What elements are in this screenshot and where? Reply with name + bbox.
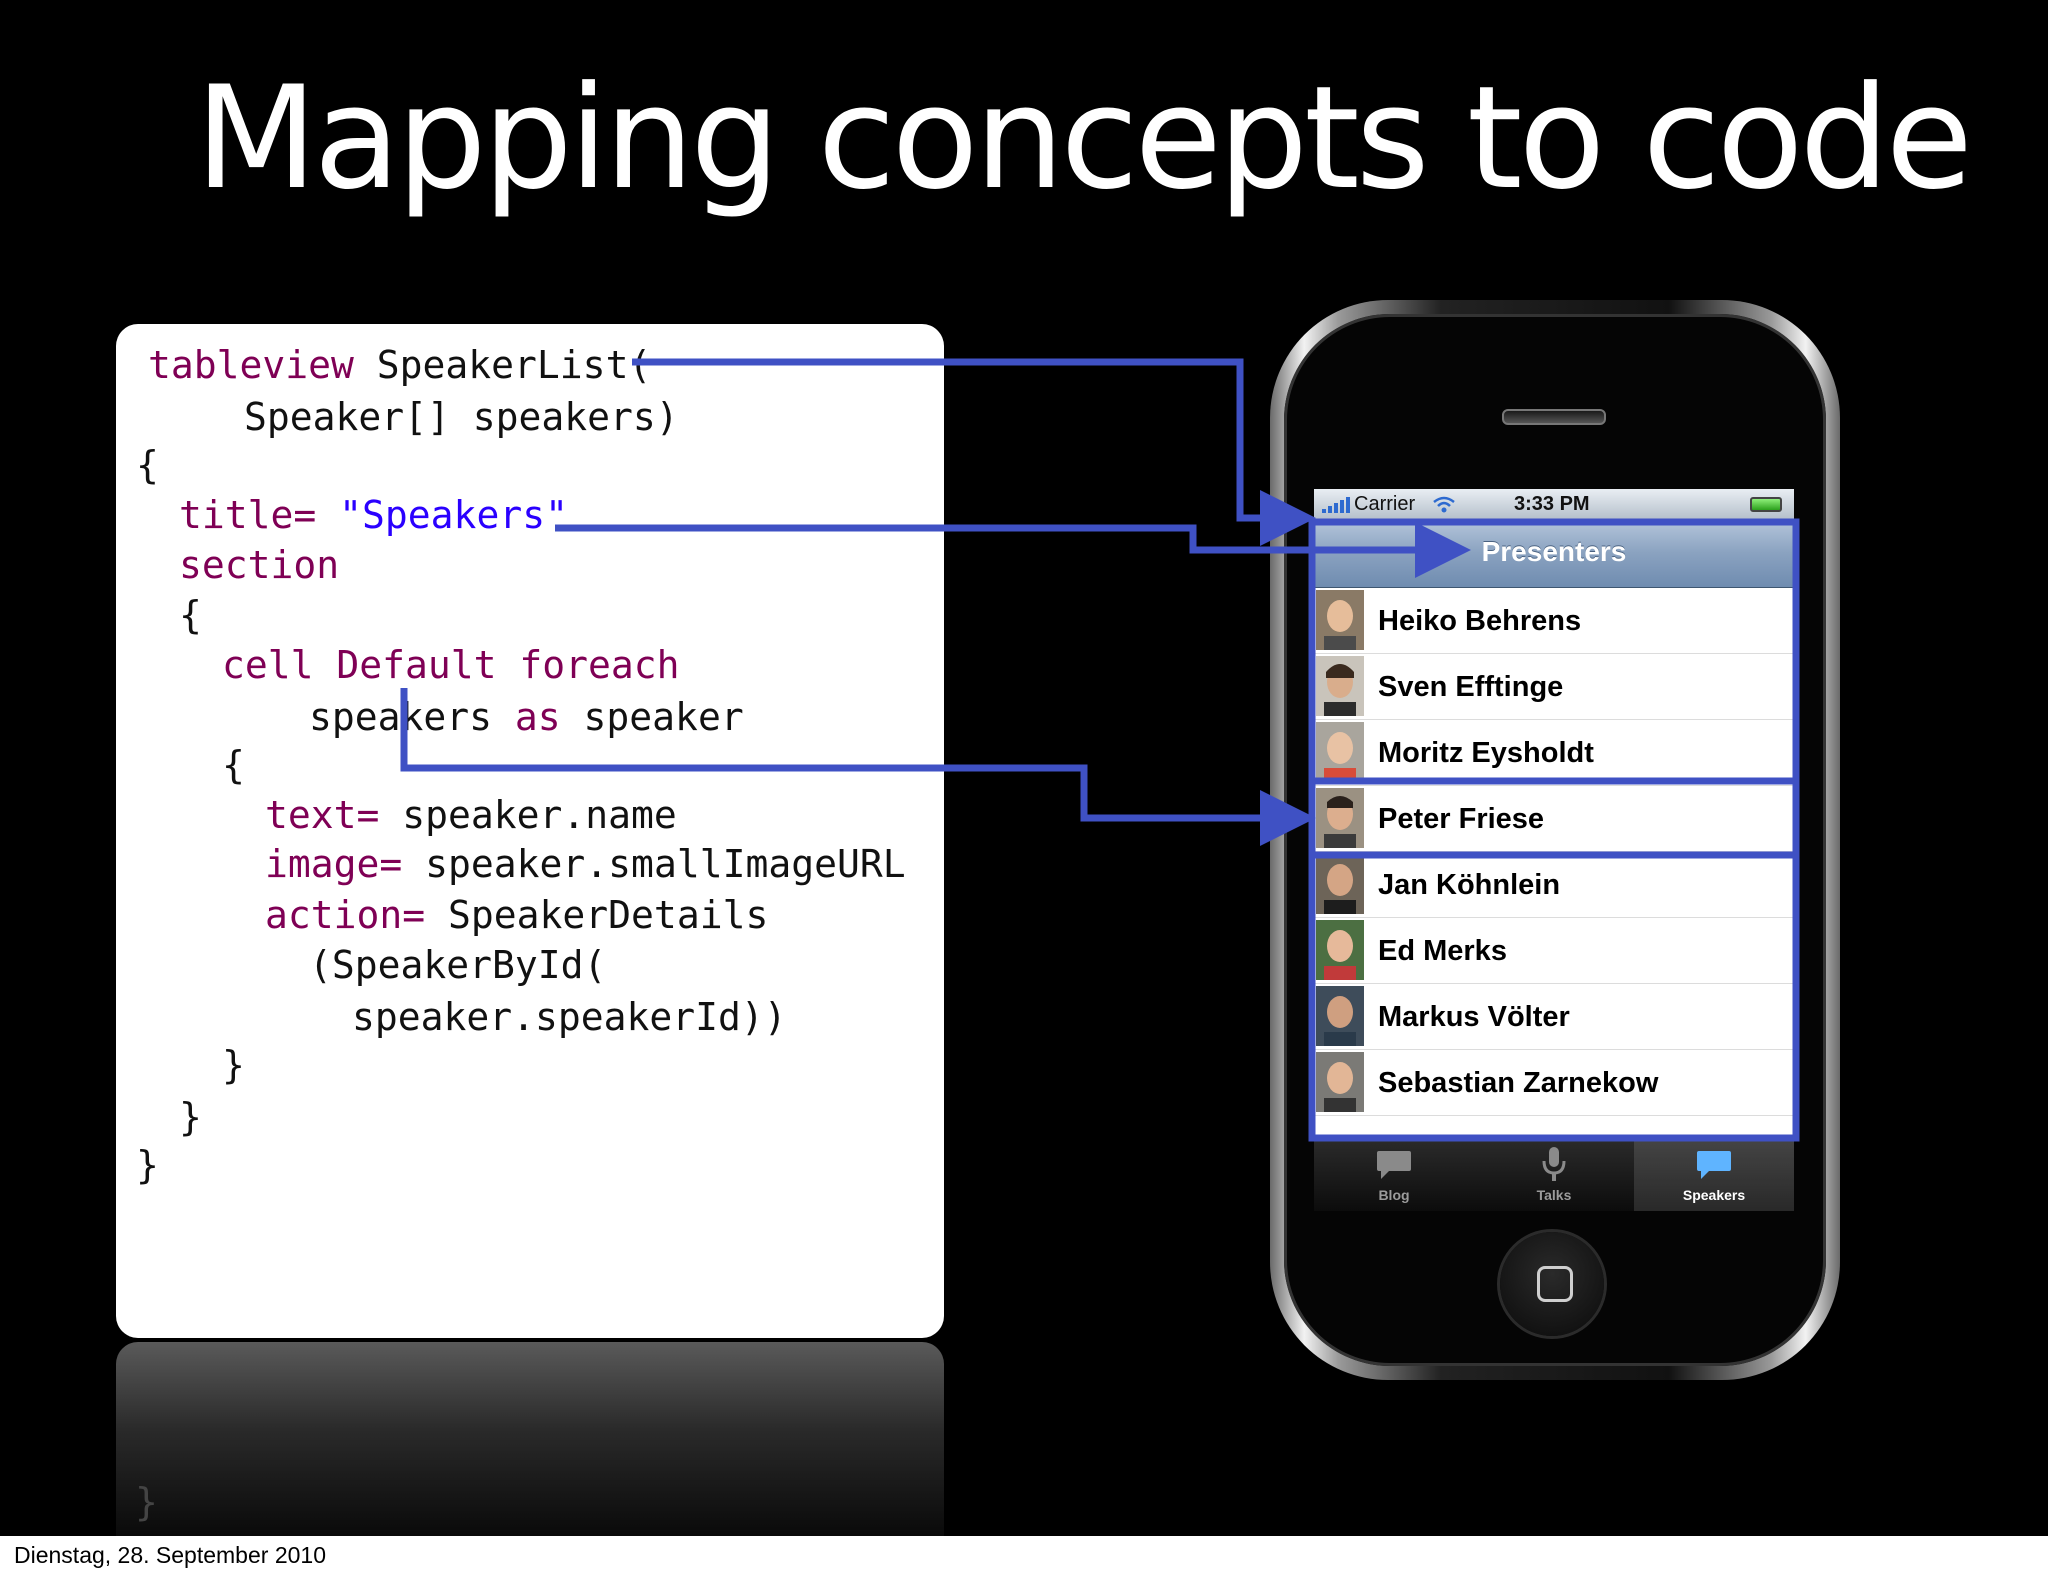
slide: Mapping concepts to code } tableview Spe… xyxy=(0,0,2048,1536)
cell-connector xyxy=(404,688,1302,818)
cell-highlight-box xyxy=(1312,781,1796,855)
title-connector xyxy=(555,528,1457,550)
footer-date: Dienstag, 28. September 2010 xyxy=(14,1542,326,1569)
tableview-connector xyxy=(632,362,1302,518)
connector-arrows xyxy=(0,0,2048,1536)
table-highlight-box xyxy=(1312,522,1796,1138)
